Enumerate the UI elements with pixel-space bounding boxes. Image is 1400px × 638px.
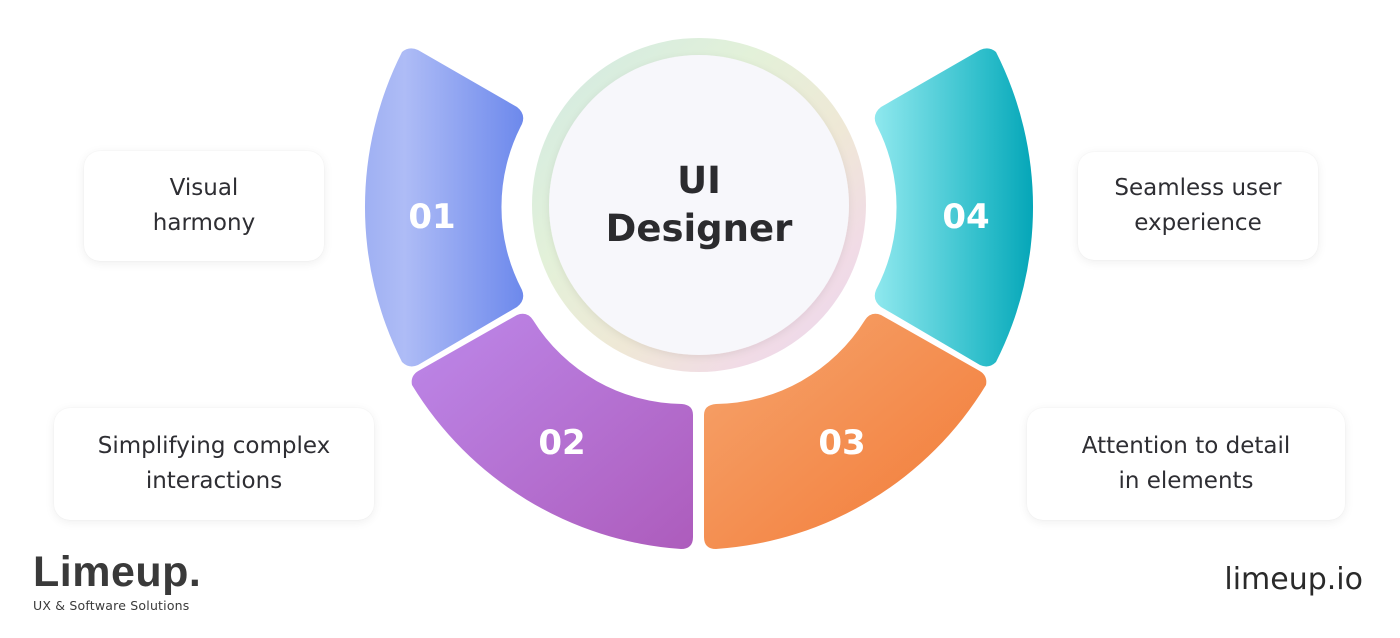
- center-title-line1: UI: [677, 159, 721, 202]
- card-visual-harmony: Visual harmony: [84, 151, 324, 261]
- card-text-line1: Simplifying complex: [97, 433, 331, 459]
- card-text-line1: Attention to detail: [1081, 433, 1291, 459]
- segment-01: 01: [364, 48, 524, 367]
- card-text-line2: in elements: [1118, 468, 1254, 494]
- website-label: limeup.io: [1224, 562, 1363, 597]
- card-text-line1: Seamless user: [1114, 175, 1282, 201]
- center-disc: [549, 55, 849, 355]
- card-text-line2: experience: [1134, 210, 1262, 236]
- card-simplifying-complex-interactions: Simplifying complex interactions: [54, 408, 374, 520]
- brand-logo: Limeup. UX & Software Solutions: [33, 548, 201, 613]
- logo-tagline: UX & Software Solutions: [33, 598, 190, 613]
- segment-02: 02: [411, 313, 693, 549]
- card-text-line1: Visual: [169, 175, 239, 201]
- segment-02-number: 02: [538, 423, 585, 463]
- segment-03-number: 03: [818, 423, 865, 463]
- segment-04: 04: [874, 48, 1034, 367]
- center-title: UI Designer: [549, 55, 849, 355]
- logo-wordmark: Limeup.: [33, 548, 202, 596]
- center-title-line2: Designer: [605, 207, 793, 250]
- segment-01-number: 01: [408, 197, 455, 237]
- card-attention-to-detail: Attention to detail in elements: [1027, 408, 1345, 520]
- card-text-line2: harmony: [152, 210, 256, 236]
- segment-03: 03: [704, 313, 987, 549]
- card-seamless-user-experience: Seamless user experience: [1078, 152, 1318, 260]
- card-text-line2: interactions: [145, 468, 283, 494]
- segment-04-number: 04: [942, 197, 989, 237]
